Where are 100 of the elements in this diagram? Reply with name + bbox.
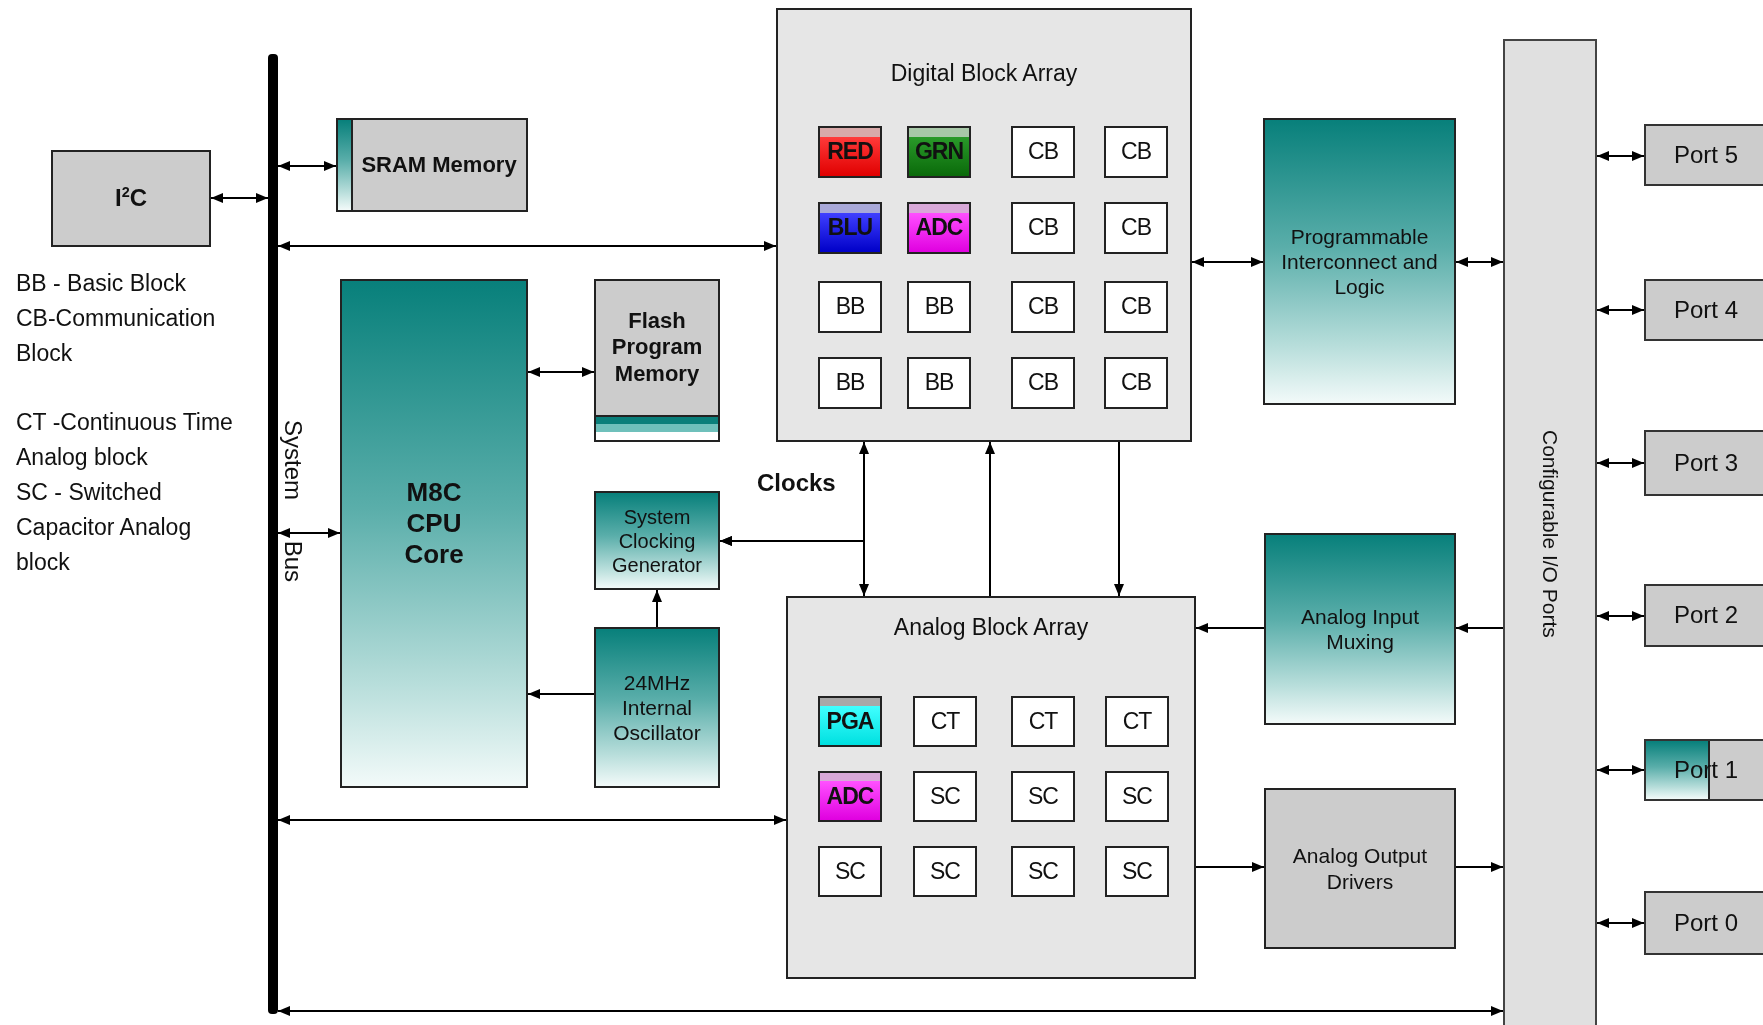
connector-arrow xyxy=(277,1006,1504,1016)
block-label: CT xyxy=(930,707,960,736)
connector-arrow xyxy=(277,161,337,171)
block-label: Port 4 xyxy=(1674,295,1738,325)
block-label: BB xyxy=(835,293,865,321)
port-box xyxy=(1644,430,1763,496)
block-label: SC xyxy=(1122,782,1152,811)
block-label: BB xyxy=(835,369,865,397)
block-label: GRN xyxy=(914,138,964,166)
block-label: SC xyxy=(1028,857,1058,886)
legend-note: BB - Basic Block xyxy=(16,269,187,298)
block-label: PGA xyxy=(826,707,874,736)
block-label: Flash Program Memory xyxy=(610,307,704,388)
block-cell xyxy=(1104,126,1168,178)
signal-label: Clocks xyxy=(757,468,836,498)
connector-arrow xyxy=(1114,441,1124,597)
function-block xyxy=(1264,788,1456,949)
block-label: CB xyxy=(1028,214,1058,242)
port-box xyxy=(1644,124,1763,186)
connector-arrow xyxy=(277,241,777,251)
block-cell xyxy=(818,846,882,897)
block-label: ADC xyxy=(826,782,874,811)
block-cell xyxy=(907,202,971,254)
connector-arrow xyxy=(1596,151,1645,161)
block-label: CB xyxy=(1028,369,1058,397)
block-label: Port 5 xyxy=(1674,140,1738,170)
block-label: CB xyxy=(1121,214,1151,242)
block-cell xyxy=(907,357,971,409)
connector-arrow xyxy=(210,193,269,203)
connector-arrow xyxy=(1596,305,1645,315)
connector-arrow xyxy=(1455,862,1504,872)
block-cell xyxy=(1104,202,1168,254)
function-block xyxy=(594,279,720,442)
block-cell xyxy=(1104,357,1168,409)
block-label: CB xyxy=(1028,138,1058,166)
block-label: Analog Input Muxing xyxy=(1300,603,1420,655)
block-cell xyxy=(1104,281,1168,333)
block-label: CB xyxy=(1028,293,1058,321)
block-label: I$^{2}$C xyxy=(115,184,147,213)
block-label: BB xyxy=(924,369,954,397)
block-label: CT xyxy=(1122,707,1152,736)
function-block xyxy=(51,150,211,247)
connector-arrow xyxy=(1596,918,1645,928)
block-label: SRAM Memory xyxy=(361,151,517,179)
block-cell xyxy=(1011,846,1075,897)
block-cell xyxy=(913,696,977,747)
port-box xyxy=(1644,584,1763,647)
block-cell xyxy=(907,281,971,333)
block-cell xyxy=(913,771,977,822)
block-cell xyxy=(818,202,882,254)
block-array-panel xyxy=(786,596,1196,979)
port-box xyxy=(1644,891,1763,955)
block-cell xyxy=(818,771,882,822)
block-cell xyxy=(1011,202,1075,254)
connector-arrow xyxy=(277,815,787,825)
block-label: BB xyxy=(924,293,954,321)
block-label: SC xyxy=(930,857,960,886)
block-label: SC xyxy=(1122,857,1152,886)
connector-arrow xyxy=(1195,623,1265,633)
function-block xyxy=(1263,118,1456,405)
connector-arrow xyxy=(719,536,869,597)
legend-note: CT -Continuous Time Analog block xyxy=(16,408,234,472)
block-label: ADC xyxy=(915,214,963,242)
block-cell xyxy=(818,126,882,178)
block-label: Digital Block Array xyxy=(890,60,1078,88)
connector-arrow xyxy=(985,441,995,597)
io-ports-bar xyxy=(1503,39,1597,1025)
block-cell xyxy=(1011,281,1075,333)
block-label: SC xyxy=(835,857,865,886)
block-cell xyxy=(818,696,882,747)
block-label: CB xyxy=(1121,138,1151,166)
connector-arrow xyxy=(1195,862,1265,872)
block-label: M8C CPU Core xyxy=(403,476,465,571)
block-label: RED xyxy=(827,138,873,166)
block-label: Analog Block Array xyxy=(893,614,1089,642)
port-box xyxy=(1644,279,1763,341)
block-cell xyxy=(1011,696,1075,747)
connector-arrow xyxy=(1455,257,1504,267)
connector-arrow xyxy=(1191,257,1264,267)
block-label: 24MHz Internal Oscillator xyxy=(612,669,702,746)
block-label: SC xyxy=(930,782,960,811)
block-label: CB xyxy=(1121,293,1151,321)
legend-note: CB-Communication Block xyxy=(16,304,217,368)
block-label: Port 0 xyxy=(1674,908,1738,938)
function-block xyxy=(336,118,528,212)
block-label: CT xyxy=(1028,707,1058,736)
connector-arrow xyxy=(527,367,595,377)
block-cell xyxy=(818,281,882,333)
function-block xyxy=(594,491,720,590)
block-cell xyxy=(907,126,971,178)
block-label: Port 2 xyxy=(1674,601,1738,630)
system-bus-bar xyxy=(268,54,278,1014)
connector-arrow xyxy=(652,589,662,628)
connector-arrow xyxy=(1596,611,1645,621)
block-cell xyxy=(913,846,977,897)
block-cell xyxy=(1105,696,1169,747)
block-label: Configurable I/O Ports xyxy=(1539,430,1561,638)
block-label: BLU xyxy=(827,214,873,242)
port-box xyxy=(1644,739,1763,801)
connector-arrow xyxy=(1596,765,1645,775)
